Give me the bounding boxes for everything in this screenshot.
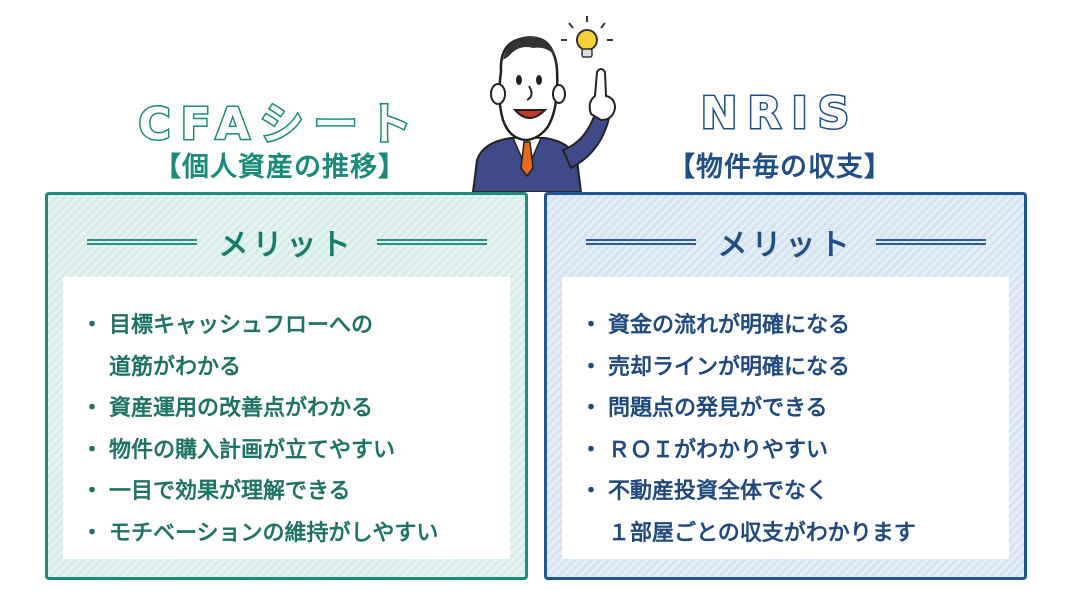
- nris-subtitle: 【物件毎の収支】: [668, 152, 892, 183]
- merit-list-box: ・目標キャッシュフローへの 道筋がわかる ・資産運用の改善点がわかる ・物件の購…: [63, 277, 510, 559]
- bullet: ・: [81, 396, 104, 421]
- list-item: ・物件の購入計画が立てやすい: [81, 430, 438, 472]
- merit-list: ・資金の流れが明確になる ・売却ラインが明確になる ・問題点の発見ができる ・Ｒ…: [580, 305, 916, 554]
- list-item: 道筋がわかる: [109, 354, 242, 380]
- list-item: ・資金の流れが明確になる: [580, 305, 916, 347]
- list-item: ・不動産投資全体でなく: [580, 471, 916, 513]
- list-item: ・問題点の発見ができる: [580, 388, 916, 430]
- divider-line: [875, 239, 986, 245]
- bullet: ・: [81, 479, 104, 504]
- bullet: ・: [580, 396, 603, 421]
- cfa-title: CFAシート: [137, 98, 422, 152]
- merit-header: メリット: [547, 217, 1024, 267]
- merit-label: メリット: [717, 228, 854, 263]
- merit-label: メリット: [218, 228, 355, 263]
- merit-header: メリット: [48, 217, 525, 267]
- bullet: ・: [81, 437, 104, 463]
- bullet: ・: [580, 437, 603, 463]
- list-item: ・売却ラインが明確になる: [580, 347, 916, 389]
- list-item: ・ＲＯＩがわかりやすい: [580, 430, 916, 472]
- bullet: ・: [81, 313, 104, 338]
- list-item: １部屋ごとの収支がわかります: [608, 520, 916, 546]
- bullet: ・: [580, 354, 603, 380]
- businessman-illustration: [471, 16, 617, 192]
- bullet: ・: [580, 479, 603, 504]
- list-item: ・モチベーションの維持がしやすい: [81, 513, 438, 555]
- nris-merit-panel: メリット ・資金の流れが明確になる ・売却ラインが明確になる ・問題点の発見がで…: [544, 192, 1027, 580]
- bullet: ・: [81, 520, 104, 546]
- divider-line: [86, 239, 197, 245]
- cfa-subtitle: 【個人資産の推移】: [154, 152, 406, 183]
- divider-line: [585, 239, 696, 245]
- nris-title: NRIS: [699, 87, 860, 141]
- divider-line: [376, 239, 487, 245]
- list-item: ・資産運用の改善点がわかる: [81, 388, 438, 430]
- merit-list: ・目標キャッシュフローへの 道筋がわかる ・資産運用の改善点がわかる ・物件の購…: [81, 305, 438, 554]
- merit-list-box: ・資金の流れが明確になる ・売却ラインが明確になる ・問題点の発見ができる ・Ｒ…: [562, 277, 1009, 559]
- lightbulb-icon: [561, 16, 613, 58]
- cfa-merit-panel: メリット ・目標キャッシュフローへの 道筋がわかる ・資産運用の改善点がわかる …: [45, 192, 528, 580]
- bullet: ・: [580, 313, 603, 338]
- list-item: ・一目で効果が理解できる: [81, 471, 438, 513]
- list-item: ・目標キャッシュフローへの: [81, 305, 438, 347]
